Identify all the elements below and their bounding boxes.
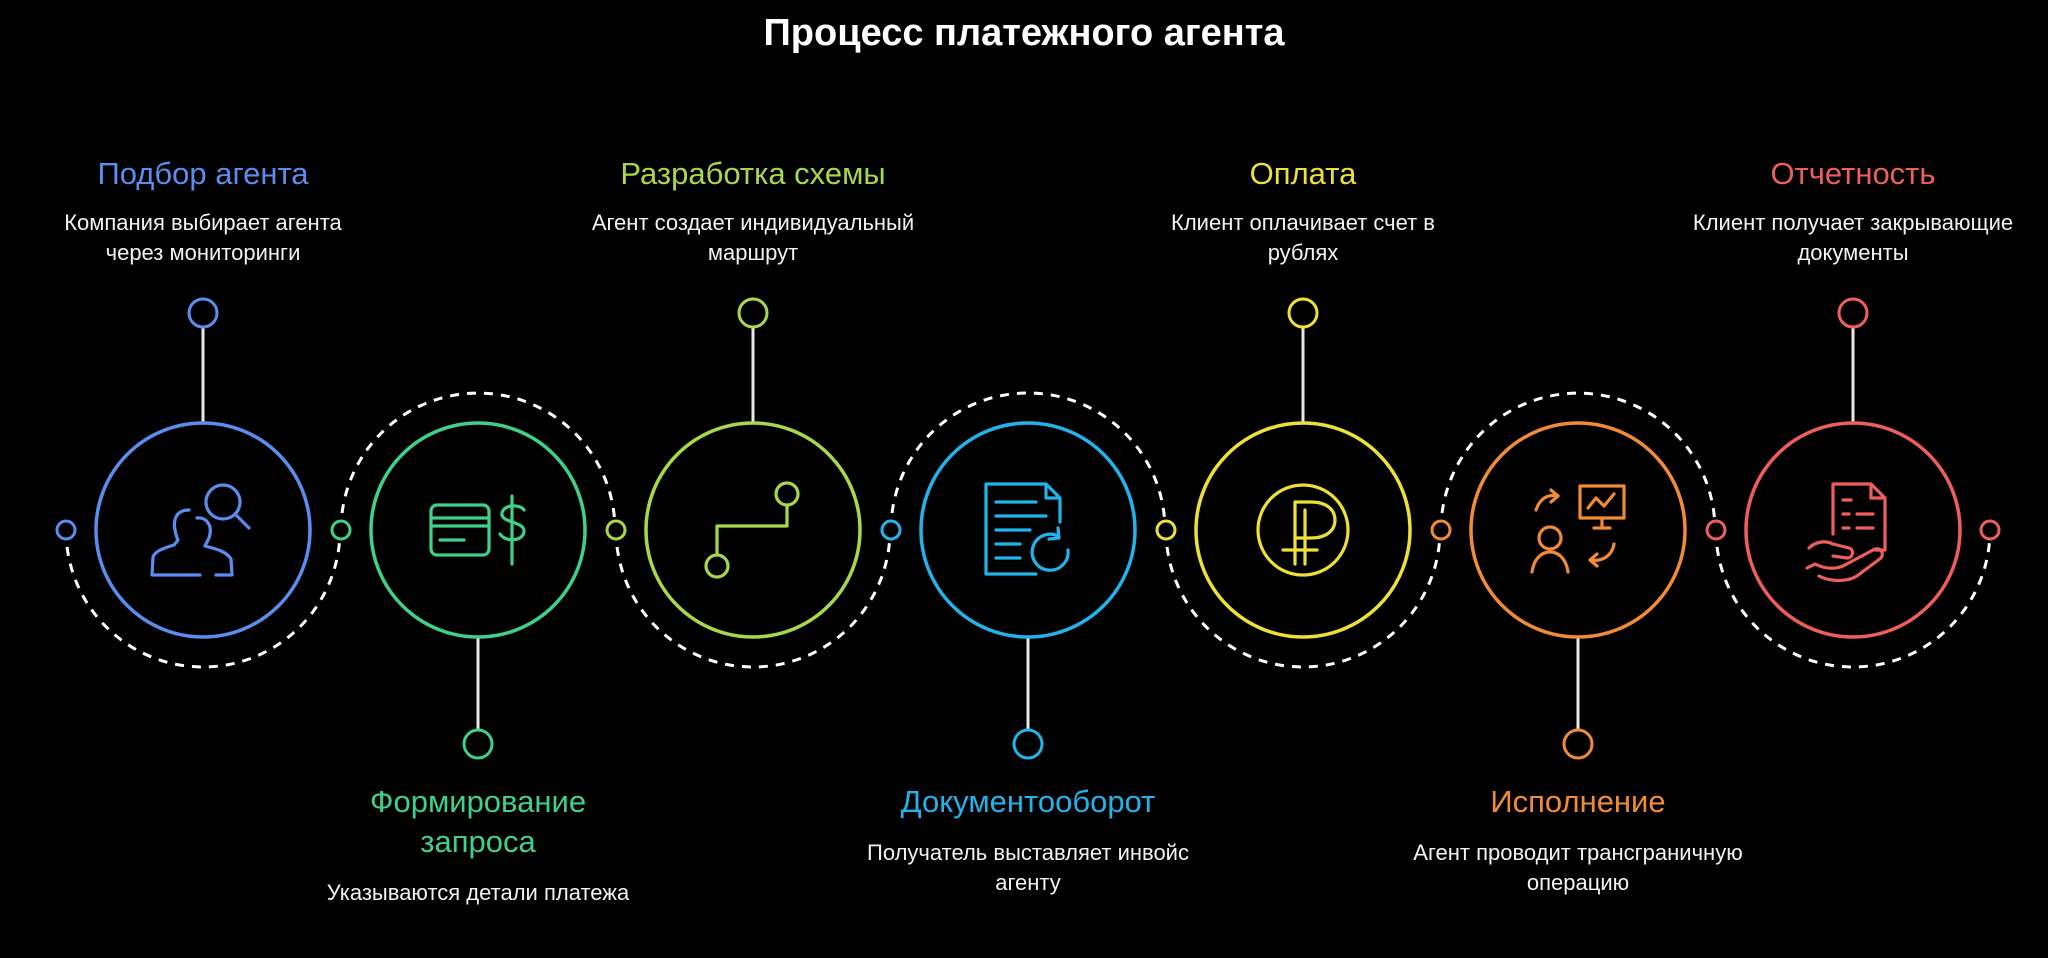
step-title: Документооборот: [900, 784, 1156, 819]
diagram-title: Процесс платежного агента: [763, 12, 1285, 54]
dashed-connector: [1164, 529, 1442, 669]
user-search-icon: [150, 483, 251, 577]
step-circle: [369, 421, 587, 639]
step-description: Агент создает индивидуальный маршрут: [591, 210, 915, 265]
route-icon: [704, 481, 800, 579]
connector-dot: [1705, 519, 1727, 541]
connector-dot: [1430, 519, 1452, 541]
step-circle: [1744, 421, 1962, 639]
stem-end-dot: [1837, 297, 1869, 329]
step-description: Клиент получает закрывающие документы: [1692, 210, 2014, 265]
dashed-connector: [339, 391, 617, 531]
dashed-connector: [614, 529, 892, 669]
stem-end-dot: [737, 297, 769, 329]
connector-dot: [1155, 519, 1177, 541]
connector-dot: [1979, 519, 2001, 541]
step-description: Компания выбирает агента через мониторин…: [64, 210, 342, 265]
step-title: Исполнение: [1490, 784, 1666, 819]
ruble-coin-icon: [1256, 483, 1350, 577]
step-circle: [1194, 421, 1412, 639]
step-title: Разработка схемы: [620, 156, 886, 191]
connector-dot: [605, 519, 627, 541]
card-dollar-icon: [429, 494, 526, 566]
dashed-connector: [1714, 529, 1992, 669]
document-hand-icon: [1805, 482, 1887, 583]
step-title: Отчетность: [1770, 156, 1936, 191]
step-title: Формирование запроса: [369, 784, 587, 859]
dashed-connector: [64, 529, 342, 669]
step-description: Агент проводит трансграничную операцию: [1413, 840, 1743, 895]
connector-dot: [330, 519, 352, 541]
stem-end-dot: [1012, 728, 1044, 760]
step-description: Клиент оплачивает счет в рублях: [1171, 210, 1435, 265]
connector-dot: [880, 519, 902, 541]
step-circle: [94, 421, 312, 639]
step-description: Получатель выставляет инвойс агенту: [867, 840, 1189, 895]
step-title: Оплата: [1249, 156, 1357, 191]
step-circle: [644, 421, 862, 639]
stem-end-dot: [187, 297, 219, 329]
step-description: Указываются детали платежа: [326, 880, 630, 905]
step-circle: [1469, 421, 1687, 639]
connector-dot: [55, 519, 77, 541]
dashed-connector: [889, 391, 1167, 531]
exchange-presentation-icon: [1530, 484, 1626, 574]
stem-end-dot: [1287, 297, 1319, 329]
document-refresh-icon: [984, 482, 1070, 576]
stem-end-dot: [1562, 728, 1594, 760]
stem-end-dot: [462, 728, 494, 760]
step-title: Подбор агента: [97, 156, 309, 191]
dashed-connector: [1439, 391, 1717, 531]
